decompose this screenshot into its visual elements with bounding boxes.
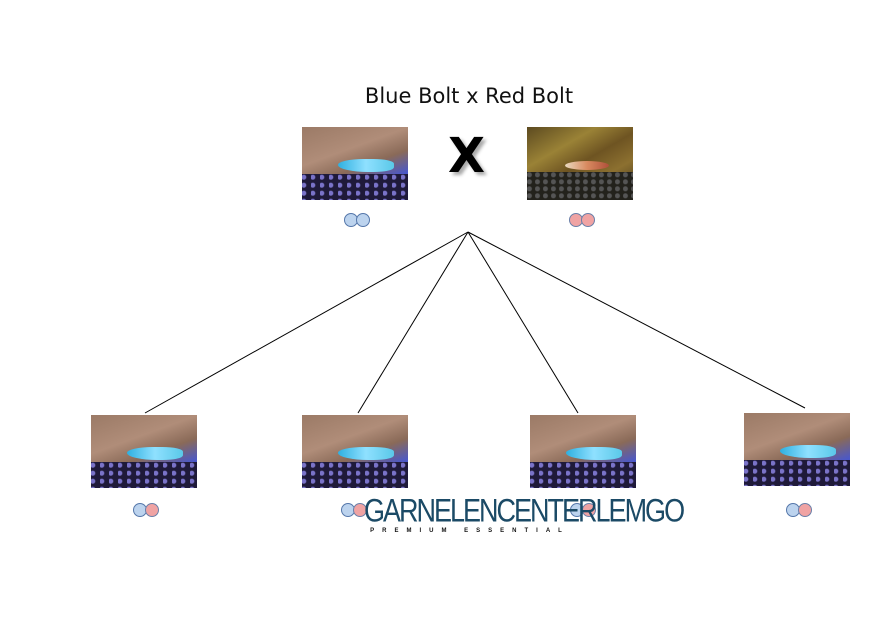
- red-allele-icon: [581, 213, 595, 227]
- red-allele-icon: [582, 503, 596, 517]
- parent-red-alleles: [569, 213, 595, 227]
- red-allele-icon: [798, 503, 812, 517]
- line-offspring-4: [467, 231, 806, 409]
- offspring-photo: [302, 415, 408, 488]
- logo: GARNELENCENTERLEMGO PREMIUM ESSENTIAL: [364, 492, 685, 534]
- line-offspring-1: [144, 231, 469, 414]
- parent-blue-bolt-photo: [302, 127, 408, 200]
- offspring-alleles: [341, 503, 367, 517]
- offspring-photo: [530, 415, 636, 488]
- diagram-title: Blue Bolt x Red Bolt: [364, 84, 574, 108]
- logo-name: GARNELENCENTERLEMGO: [364, 492, 685, 529]
- line-offspring-3: [467, 231, 579, 414]
- offspring-alleles: [570, 503, 596, 517]
- offspring-alleles: [133, 503, 159, 517]
- line-offspring-2: [357, 231, 469, 414]
- blue-allele-icon: [356, 213, 370, 227]
- red-allele-icon: [145, 503, 159, 517]
- red-allele-icon: [353, 503, 367, 517]
- offspring-alleles: [786, 503, 812, 517]
- offspring-photo: [744, 413, 850, 486]
- parent-blue-alleles: [344, 213, 370, 227]
- parent-red-bolt-photo: [527, 127, 633, 200]
- cross-symbol: X: [448, 128, 486, 184]
- offspring-photo: [91, 415, 197, 488]
- logo-tagline: PREMIUM ESSENTIAL: [370, 528, 570, 534]
